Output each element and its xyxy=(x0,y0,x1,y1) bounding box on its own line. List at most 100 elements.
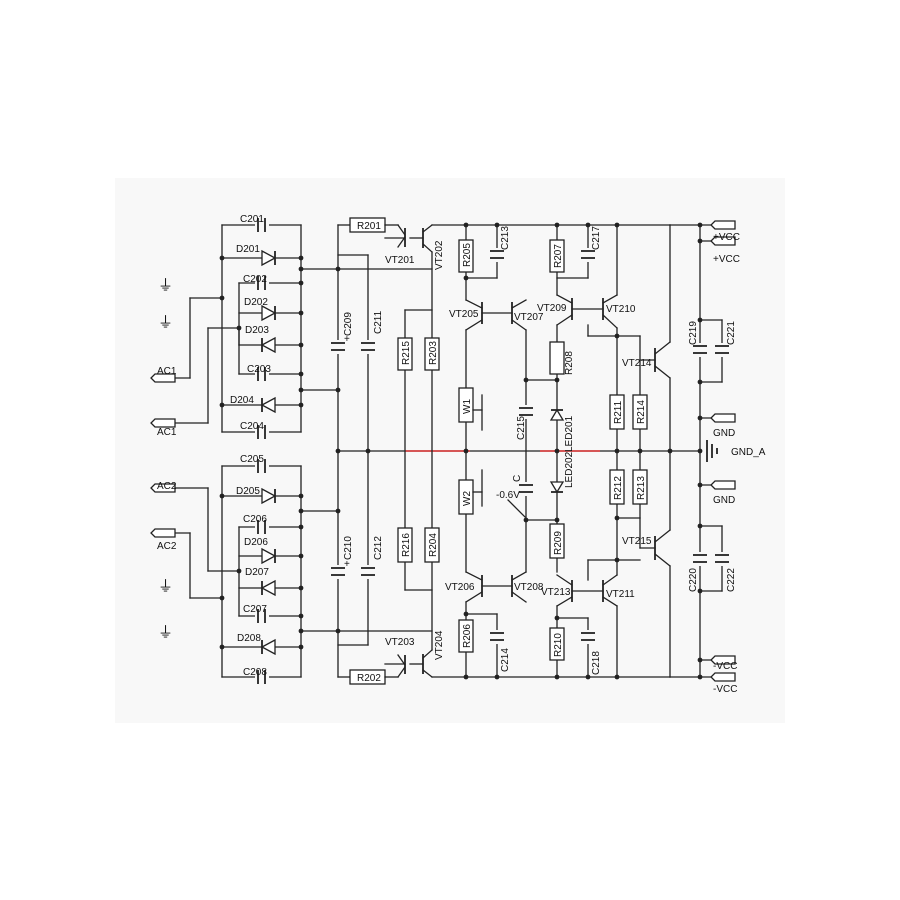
label-led202: LED202 xyxy=(564,451,575,488)
label-c213: C213 xyxy=(500,226,511,250)
capacitor-c206 xyxy=(255,520,269,534)
label-c209: C209 xyxy=(343,312,354,336)
capacitor-c213 xyxy=(490,248,504,262)
label-c218: C218 xyxy=(591,651,602,675)
label-r215: R215 xyxy=(401,341,412,365)
label-ac1-a: AC1 xyxy=(157,366,177,377)
label-vt209: VT209 xyxy=(537,303,567,314)
transistor-vt210 xyxy=(571,294,618,329)
label-r212: R212 xyxy=(613,476,624,500)
capacitor-c221 xyxy=(715,343,729,357)
label-c202: C202 xyxy=(243,274,267,285)
label-vt203: VT203 xyxy=(385,637,415,648)
capacitor-c214 xyxy=(490,630,504,644)
ac-connectors xyxy=(150,373,176,538)
capacitor-c220 xyxy=(693,552,707,566)
capacitor-c215 xyxy=(519,405,533,419)
capacitor-c210 xyxy=(331,565,345,579)
connector-ac1-b xyxy=(150,418,176,428)
label-r204: R204 xyxy=(428,533,439,557)
resistor-r213 xyxy=(632,469,648,505)
label-r213: R213 xyxy=(636,476,647,500)
label-d208: D208 xyxy=(237,633,261,644)
connector-ac2-a xyxy=(150,483,176,493)
label-c203: C203 xyxy=(247,364,271,375)
label-vt206: VT206 xyxy=(445,582,475,593)
plus-mark-c209: + xyxy=(344,334,350,345)
label-w1: W1 xyxy=(462,399,473,414)
label-c220: C220 xyxy=(688,568,699,592)
diode-d201 xyxy=(261,249,277,267)
resistor-r215 xyxy=(397,337,413,371)
label-ac2-a: AC2 xyxy=(157,481,177,492)
label-c208: C208 xyxy=(243,667,267,678)
label-vt202: VT202 xyxy=(434,240,445,270)
earth-icon: ⏚ xyxy=(158,313,173,331)
transistor-vt203 xyxy=(384,654,406,678)
label-c221: C221 xyxy=(726,321,737,345)
capacitor-c222 xyxy=(715,552,729,566)
label-gnd-a: GND_A xyxy=(731,447,766,458)
preset-w2 xyxy=(458,479,474,515)
label-r203: R203 xyxy=(428,341,439,365)
label-w2: W2 xyxy=(462,491,473,506)
label-ac2-b: AC2 xyxy=(157,541,177,552)
capacitor-c xyxy=(519,482,533,496)
resistor-r208 xyxy=(549,341,565,375)
connector-vcc-neg-1 xyxy=(710,655,736,665)
label-gnd-1: GND xyxy=(713,428,735,439)
capacitor-c211 xyxy=(361,340,375,354)
label-c217: C217 xyxy=(591,226,602,250)
resistor-r212 xyxy=(609,469,625,505)
label-c210: C210 xyxy=(343,536,354,560)
label-ac1-b: AC1 xyxy=(157,427,177,438)
label-c201: C201 xyxy=(240,214,264,225)
capacitor-c218 xyxy=(581,630,595,644)
diode-d204 xyxy=(260,396,276,414)
resistor-r210 xyxy=(549,627,565,661)
transistor-vt208 xyxy=(481,571,527,603)
label-r216: R216 xyxy=(401,533,412,557)
label-vcc-neg-2: -VCC xyxy=(713,684,737,695)
label-r207: R207 xyxy=(553,244,564,268)
label-c206: C206 xyxy=(243,514,267,525)
capacitor-c202 xyxy=(255,276,269,290)
connector-gnd-1 xyxy=(710,413,736,423)
label-c205: C205 xyxy=(240,454,264,465)
label-d204: D204 xyxy=(230,395,254,406)
input-stage xyxy=(349,217,671,685)
label-d205: D205 xyxy=(236,486,260,497)
label-vt204: VT204 xyxy=(434,630,445,660)
label-c207: C207 xyxy=(243,604,267,615)
label-c219: C219 xyxy=(688,321,699,345)
label-c204: C204 xyxy=(240,421,264,432)
label-vt213: VT213 xyxy=(541,587,571,598)
resistor-r211 xyxy=(609,394,625,430)
diode-d206 xyxy=(261,547,277,565)
capacitor-c217 xyxy=(581,248,595,262)
label-vt201: VT201 xyxy=(385,255,415,266)
resistor-r205 xyxy=(458,239,474,273)
label-c: C xyxy=(512,475,523,482)
label-vt210: VT210 xyxy=(606,304,636,315)
capacitor-c209 xyxy=(331,340,345,354)
transistor-vt201 xyxy=(384,224,406,248)
label-r210: R210 xyxy=(553,633,564,657)
label-c211: C211 xyxy=(373,310,384,334)
driver-stage xyxy=(458,222,648,680)
transistor-vt207 xyxy=(481,299,527,331)
transistor-vt202 xyxy=(409,224,671,253)
plus-mark-c210: + xyxy=(344,559,350,570)
resistor-r207 xyxy=(549,239,565,273)
output-stage xyxy=(639,220,736,682)
transistor-vt215 xyxy=(654,529,671,567)
label-d201: D201 xyxy=(236,244,260,255)
label-c212: C212 xyxy=(373,536,384,560)
diode-d208 xyxy=(260,638,276,656)
label-c222: C222 xyxy=(726,568,737,592)
capacitor-c208 xyxy=(255,670,269,684)
capacitor-c205 xyxy=(255,459,269,473)
label-r202: R202 xyxy=(357,673,381,684)
label-vt207: VT207 xyxy=(514,312,544,323)
